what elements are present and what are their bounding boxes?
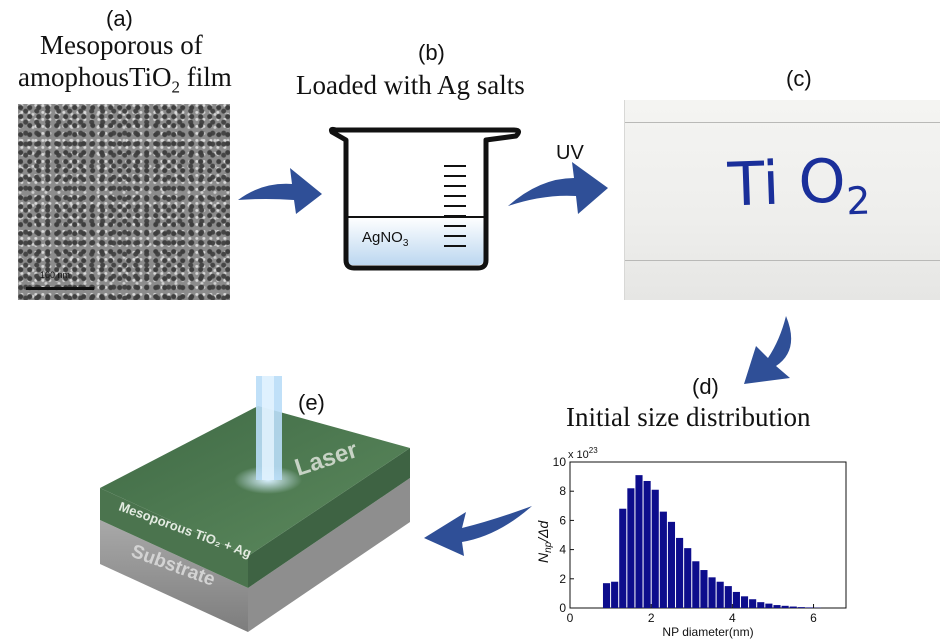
beaker-graphic: AgNO3 bbox=[329, 126, 522, 271]
panel-e-letter: (e) bbox=[298, 390, 325, 415]
histogram-bar bbox=[659, 511, 667, 608]
beaker-liquid bbox=[346, 217, 484, 265]
panel-a-caption-sub: 2 bbox=[171, 77, 181, 97]
arrow-c-to-d bbox=[744, 316, 792, 384]
arrow-b-to-c bbox=[508, 162, 608, 214]
histogram-bar bbox=[635, 475, 643, 608]
substrate-front-left bbox=[100, 520, 248, 632]
y-axis-label: Nnp/Δd bbox=[535, 519, 554, 563]
x-tick-label: 0 bbox=[567, 611, 574, 625]
histogram-bar bbox=[716, 581, 724, 608]
arrow-d-to-e bbox=[424, 506, 532, 556]
oxide-layer-front-right bbox=[248, 448, 410, 588]
panel-c-letter: (c) bbox=[786, 66, 812, 91]
beaker-outline bbox=[329, 126, 522, 271]
histogram-bar bbox=[692, 561, 700, 608]
histogram-bar bbox=[740, 596, 749, 608]
uv-label: UV bbox=[556, 142, 584, 164]
histogram-bar bbox=[757, 602, 765, 608]
y-tick-label: 2 bbox=[559, 572, 566, 586]
x-tick-label: 6 bbox=[810, 611, 817, 625]
histogram-bar bbox=[797, 607, 805, 608]
histogram-bar bbox=[602, 583, 611, 608]
panel-d-caption: Initial size distribution bbox=[566, 402, 811, 432]
histogram-bar bbox=[627, 488, 635, 608]
substrate-front-right bbox=[248, 478, 410, 632]
histogram-bar bbox=[667, 521, 676, 608]
panel-a-caption-tail: film bbox=[180, 62, 232, 92]
panel-a-caption-line1: Mesoporous of bbox=[40, 30, 203, 60]
panel-a-caption-main: amophousTiO bbox=[18, 62, 172, 92]
histogram-bar bbox=[732, 591, 740, 608]
x-tick-label: 2 bbox=[648, 611, 655, 625]
y-tick-label: 0 bbox=[559, 601, 566, 615]
laser-device-illustration: Laser Mesoporous TiO₂ + Ag Substrate bbox=[100, 376, 410, 632]
sem-scale-label: 100 nm bbox=[40, 270, 71, 280]
handwritten-tio2-sub: 2 bbox=[845, 178, 872, 224]
handwritten-tio2: Ti O2 bbox=[727, 146, 872, 228]
panel-b-caption: Loaded with Ag salts bbox=[296, 70, 525, 100]
size-distribution-histogram: 0 2 4 6 0 2 4 6 8 10 x 1023 Nnp/Δd NP diameter(nm… bbox=[535, 446, 847, 639]
sem-micrograph bbox=[18, 104, 230, 300]
y-tick-label: 10 bbox=[553, 455, 567, 469]
laser-beam-core bbox=[262, 376, 274, 480]
histogram-bar bbox=[619, 508, 627, 608]
histogram-bar bbox=[676, 537, 684, 608]
oxide-layer-front-left bbox=[100, 488, 248, 588]
beaker-label: AgNO3 bbox=[362, 229, 409, 249]
arrow-a-to-b bbox=[238, 168, 322, 214]
handwritten-tio2-main: Ti O bbox=[726, 146, 847, 221]
histogram-bar bbox=[773, 605, 781, 608]
y-tick-label: 6 bbox=[559, 513, 566, 527]
panel-a-caption-line2: amophousTiO2 film bbox=[18, 62, 232, 97]
histogram-bar bbox=[781, 605, 789, 608]
beaker-graduations bbox=[444, 165, 466, 247]
histogram-bar bbox=[684, 548, 692, 608]
sem-scale-bar bbox=[26, 287, 94, 290]
panel-a-letter: (a) bbox=[106, 6, 133, 31]
y-tick-label: 8 bbox=[559, 484, 566, 498]
histogram-bar bbox=[708, 577, 716, 608]
panel-d-letter: (d) bbox=[692, 374, 719, 399]
histogram-bar bbox=[724, 586, 732, 608]
slide-edge-top bbox=[625, 122, 940, 123]
histogram-bar bbox=[700, 570, 708, 608]
slide-edge-bottom bbox=[625, 260, 940, 261]
histogram-bar bbox=[643, 480, 651, 608]
y-tick-label: 4 bbox=[559, 543, 566, 557]
histogram-bar bbox=[749, 599, 757, 608]
histogram-bar bbox=[805, 607, 814, 608]
x-tick-label: 4 bbox=[729, 611, 736, 625]
histogram-bar bbox=[651, 489, 659, 608]
histogram-bar bbox=[765, 603, 773, 608]
histogram-bar bbox=[611, 581, 619, 608]
histogram-bar bbox=[789, 606, 797, 608]
x-axis-label: NP diameter(nm) bbox=[662, 625, 753, 639]
y-multiplier: x 1023 bbox=[568, 446, 598, 461]
sample-photo bbox=[624, 100, 940, 300]
panel-b-letter: (b) bbox=[418, 40, 445, 65]
